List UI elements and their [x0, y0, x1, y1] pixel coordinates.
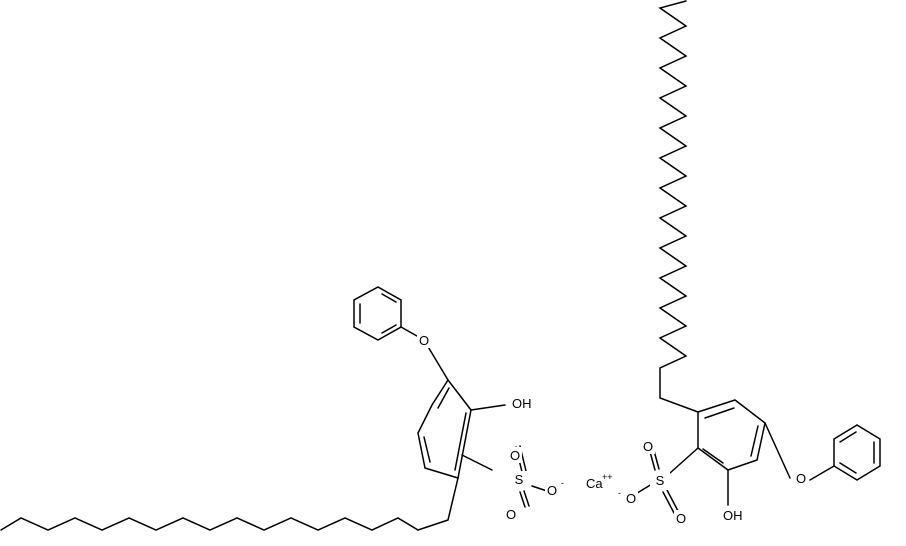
left-sulfonate-charge: -	[561, 478, 564, 488]
calcium-label: Ca	[586, 476, 603, 491]
left-sulfonyl-oxygen-lower-label: O	[506, 507, 516, 522]
calcium-cation: Ca ++	[586, 472, 613, 491]
left-so-lower-1	[519, 491, 526, 508]
right-sulfonate-oxygen-label: O	[626, 491, 636, 506]
right-ether-bond-2	[809, 465, 835, 481]
left-sulfonate-oxygen-label: O	[547, 483, 557, 498]
right-so-lower-1	[662, 491, 675, 514]
left-alkyl-chain	[0, 477, 459, 531]
right-sulfur-label: S	[656, 473, 665, 488]
left-ether-oxygen-label: O	[419, 333, 429, 348]
calcium-charge: ++	[602, 472, 613, 482]
left-sulfonate-bond	[461, 454, 493, 471]
left-anion: O OH S O O O -	[0, 286, 564, 531]
right-ether-bond-1	[764, 422, 791, 479]
right-alkyl-chain	[658, 0, 699, 413]
right-sulfonyl-oxygen-upper-label: O	[643, 439, 653, 454]
right-central-ring	[697, 399, 766, 471]
left-sulfonyl-oxygen-upper-label: O	[510, 448, 520, 463]
left-central-ring	[417, 378, 472, 479]
right-ether-oxygen-label: O	[796, 471, 806, 486]
right-anion: OH O S O O O -	[618, 0, 881, 526]
right-sulfonate-charge: -	[618, 488, 621, 498]
right-sulfonate-bond	[669, 447, 699, 474]
right-hydroxyl-label: OH	[723, 508, 743, 523]
left-sulfur-label: S	[515, 472, 524, 487]
right-phenyl-ring	[833, 424, 881, 481]
right-so-lower-2	[666, 489, 679, 512]
left-hydroxyl-label: OH	[512, 396, 532, 411]
left-hydroxyl-bond	[470, 404, 506, 411]
left-phenyl-ring	[353, 286, 402, 341]
left-so-lower-2	[523, 490, 530, 507]
right-sulfonyl-oxygen-lower-label: O	[676, 511, 686, 526]
